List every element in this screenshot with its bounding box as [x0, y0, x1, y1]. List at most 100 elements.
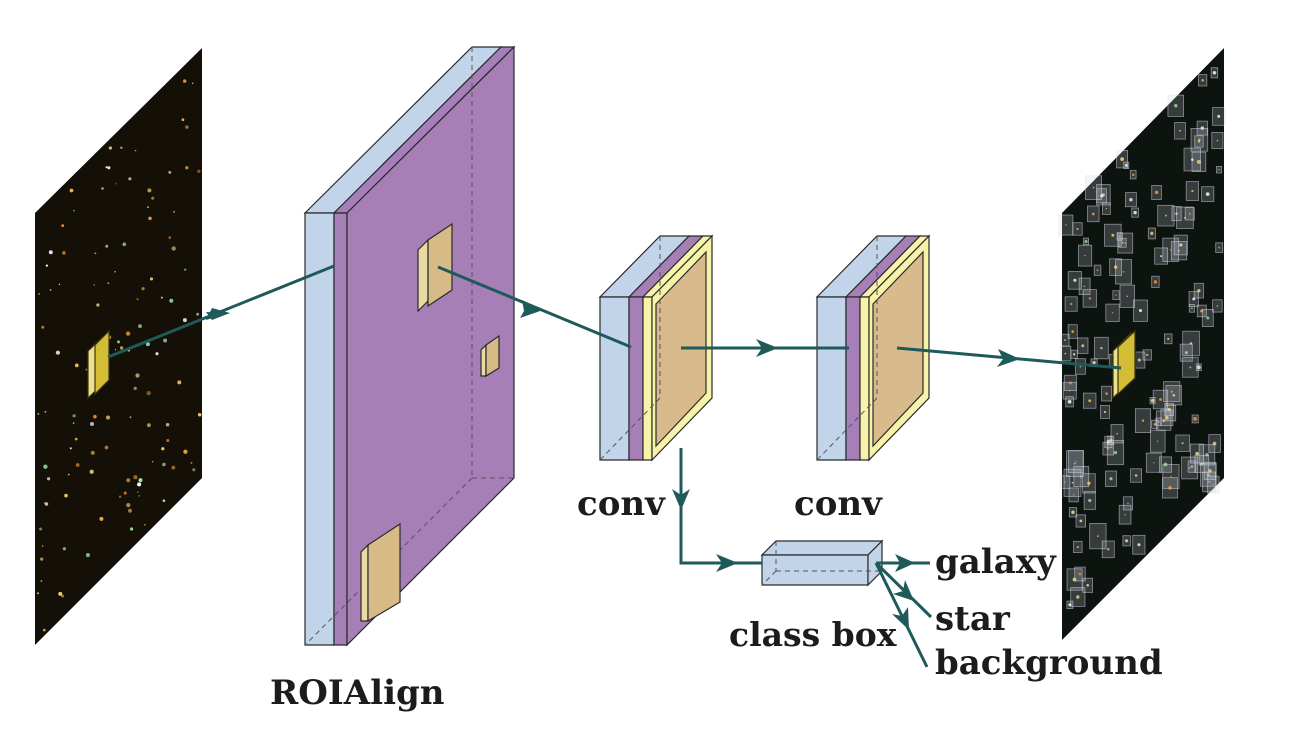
star-dot — [1146, 353, 1149, 357]
galaxy-label: galaxy — [935, 542, 1056, 582]
star-dot — [1189, 366, 1192, 369]
star-dot — [1218, 246, 1220, 249]
star-dot — [1195, 451, 1199, 456]
star-dot — [1081, 344, 1085, 348]
star-dot — [49, 289, 52, 291]
star-dot — [1087, 481, 1091, 485]
star-dot — [1086, 583, 1090, 587]
star-dot — [1105, 392, 1108, 395]
star-dot — [93, 414, 97, 419]
star-dot — [133, 475, 138, 480]
star-dot — [151, 196, 155, 200]
star-dot — [69, 447, 72, 450]
star-dot — [115, 183, 117, 185]
star-dot — [1216, 139, 1219, 142]
star-dot — [126, 478, 131, 483]
star-dot — [1131, 173, 1135, 177]
star-dot — [96, 303, 100, 307]
star-dot — [1196, 159, 1201, 164]
star-dot — [1198, 138, 1201, 142]
star-dot — [1088, 399, 1092, 403]
star-dot — [1188, 212, 1191, 215]
star-dot — [55, 350, 60, 355]
star-dot — [1174, 103, 1178, 108]
star-dot — [149, 277, 154, 281]
star-dot — [1084, 240, 1088, 243]
star-dot — [1078, 572, 1082, 576]
star-dot — [62, 251, 66, 255]
star-dot — [1153, 280, 1158, 284]
star-dot — [1133, 210, 1137, 215]
star-dot — [1134, 474, 1138, 477]
star-dot — [61, 594, 65, 598]
star-dot — [114, 349, 117, 351]
star-dot — [147, 188, 152, 193]
star-dot — [177, 380, 182, 385]
star-dot — [1070, 302, 1073, 306]
star-dot — [1079, 519, 1083, 523]
star-dot — [99, 516, 104, 521]
star-dot — [1160, 255, 1163, 258]
star-dot — [130, 527, 134, 531]
star-dot — [1175, 212, 1178, 216]
star-dot — [58, 283, 61, 286]
star-dot — [1079, 365, 1082, 368]
star-dot — [1073, 353, 1076, 356]
star-dot — [169, 298, 174, 303]
star-dot — [1170, 249, 1172, 251]
star-dot — [1218, 169, 1220, 171]
star-dot — [152, 461, 154, 463]
star-dot — [69, 188, 74, 193]
class-box-label: class box — [729, 615, 897, 654]
star-dot — [1107, 548, 1110, 551]
star-dot — [41, 325, 45, 329]
star-dot — [1127, 502, 1129, 505]
star-dot — [122, 242, 127, 247]
background-label: background — [935, 643, 1163, 683]
roi-patch-lower — [367, 522, 401, 623]
star-dot — [94, 252, 97, 255]
star-dot — [1064, 481, 1066, 483]
star-dot — [118, 495, 122, 498]
star-dot — [1205, 192, 1210, 196]
star-dot — [1190, 465, 1194, 468]
star-dot — [128, 508, 132, 513]
conv-block-2 — [815, 234, 931, 462]
star-dot — [41, 545, 44, 547]
star-dot — [1216, 305, 1219, 307]
star-dot — [39, 527, 43, 531]
roi-patch-upper-side — [417, 238, 429, 313]
star-dot — [1170, 390, 1173, 393]
star-dot — [105, 244, 109, 248]
star-dot — [40, 557, 44, 561]
star-dot — [162, 499, 166, 503]
output-image — [1058, 48, 1226, 640]
star-dot — [1137, 543, 1141, 547]
star-dot — [75, 463, 80, 467]
star-dot — [182, 318, 187, 323]
star-dot — [90, 422, 94, 426]
star-dot — [168, 170, 172, 174]
star-dot — [1113, 450, 1118, 455]
roi-patch-upper — [427, 222, 453, 308]
star-dot — [1072, 494, 1075, 496]
star-dot — [144, 524, 146, 526]
star-dot — [1179, 243, 1183, 247]
roialign-slab — [303, 45, 516, 647]
star-dot — [166, 438, 170, 443]
star-dot — [104, 445, 109, 450]
star-dot — [145, 342, 150, 347]
star-dot — [135, 373, 140, 378]
star-dot — [162, 462, 166, 467]
roi-patch-lower-side — [360, 543, 369, 622]
star-dot — [138, 324, 142, 328]
star-dot — [181, 118, 185, 122]
star-dot — [1109, 477, 1113, 481]
star-dot — [1157, 420, 1160, 423]
output-roi-face — [1117, 329, 1136, 396]
star-dot — [1068, 381, 1072, 385]
star-dot — [1208, 481, 1210, 483]
star-dot — [46, 477, 51, 481]
star-dot — [1124, 163, 1128, 167]
star-dot — [1163, 462, 1168, 467]
